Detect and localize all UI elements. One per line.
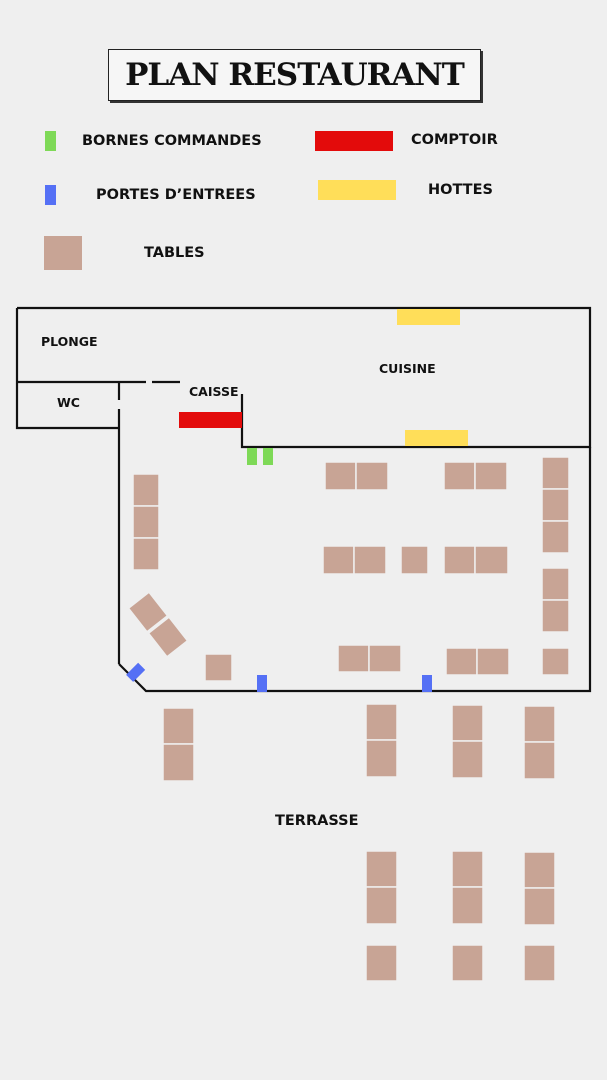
table — [127, 591, 169, 633]
table-terrasse — [365, 944, 398, 982]
legend-hottes-label: HOTTES — [428, 182, 493, 198]
table — [132, 473, 160, 507]
table-terrasse — [523, 741, 556, 780]
legend-bornes-label: BORNES COMMANDES — [82, 133, 262, 149]
room-label-terrasse: TERRASSE — [275, 813, 359, 829]
legend-bornes-swatch — [45, 131, 56, 151]
table — [400, 545, 429, 575]
table — [443, 461, 476, 491]
table-terrasse — [451, 850, 484, 888]
table-terrasse — [365, 739, 398, 778]
room-label-wc: WC — [57, 395, 80, 410]
porte-entree — [126, 662, 146, 682]
table — [541, 488, 570, 522]
legend-tables-label: TABLES — [144, 245, 205, 261]
porte-entree — [422, 675, 432, 692]
legend-portes-label: PORTES D’ENTREES — [96, 187, 256, 203]
hotte-bottom — [405, 430, 468, 446]
table — [353, 545, 387, 575]
table-terrasse — [451, 886, 484, 925]
table — [476, 647, 510, 676]
table — [132, 505, 160, 539]
table-terrasse — [523, 851, 556, 889]
table-terrasse — [365, 850, 398, 888]
table-terrasse — [365, 886, 398, 925]
borne-commande — [247, 448, 257, 465]
table — [541, 647, 570, 676]
table — [541, 456, 570, 490]
table — [541, 520, 570, 554]
table-terrasse — [523, 944, 556, 982]
table-terrasse — [451, 740, 484, 779]
table — [132, 537, 160, 571]
table — [322, 545, 355, 575]
legend-comptoir-swatch — [315, 131, 393, 151]
table-terrasse — [451, 944, 484, 982]
table — [355, 461, 389, 491]
room-label-cuisine: CUISINE — [379, 361, 436, 376]
left-outer-wall — [15, 308, 119, 430]
table — [541, 599, 570, 633]
table — [368, 644, 402, 673]
legend-hottes-swatch — [318, 180, 396, 200]
kitchen-wall — [17, 306, 592, 449]
table — [337, 644, 370, 673]
legend-portes-swatch — [45, 185, 56, 205]
table-terrasse — [162, 707, 195, 745]
porte-entree — [257, 675, 267, 692]
table — [443, 545, 476, 575]
table — [147, 616, 189, 658]
table-terrasse — [523, 705, 556, 743]
table — [474, 545, 509, 575]
table — [204, 653, 233, 682]
table-terrasse — [451, 704, 484, 742]
room-label-plonge: PLONGE — [41, 334, 98, 349]
table — [474, 461, 508, 491]
hotte-top — [397, 309, 460, 325]
legend-comptoir-label: COMPTOIR — [411, 132, 498, 148]
room-label-caisse: CAISSE — [189, 384, 239, 399]
legend-tables-swatch — [44, 236, 82, 270]
table — [541, 567, 570, 601]
table-terrasse — [162, 743, 195, 782]
table — [445, 647, 478, 676]
table — [324, 461, 357, 491]
table-terrasse — [523, 887, 556, 926]
plan-title: PLAN RESTAURANT — [108, 49, 481, 101]
borne-commande — [263, 448, 273, 465]
table-terrasse — [365, 703, 398, 741]
walls — [15, 306, 592, 693]
comptoir-bar — [179, 412, 242, 428]
